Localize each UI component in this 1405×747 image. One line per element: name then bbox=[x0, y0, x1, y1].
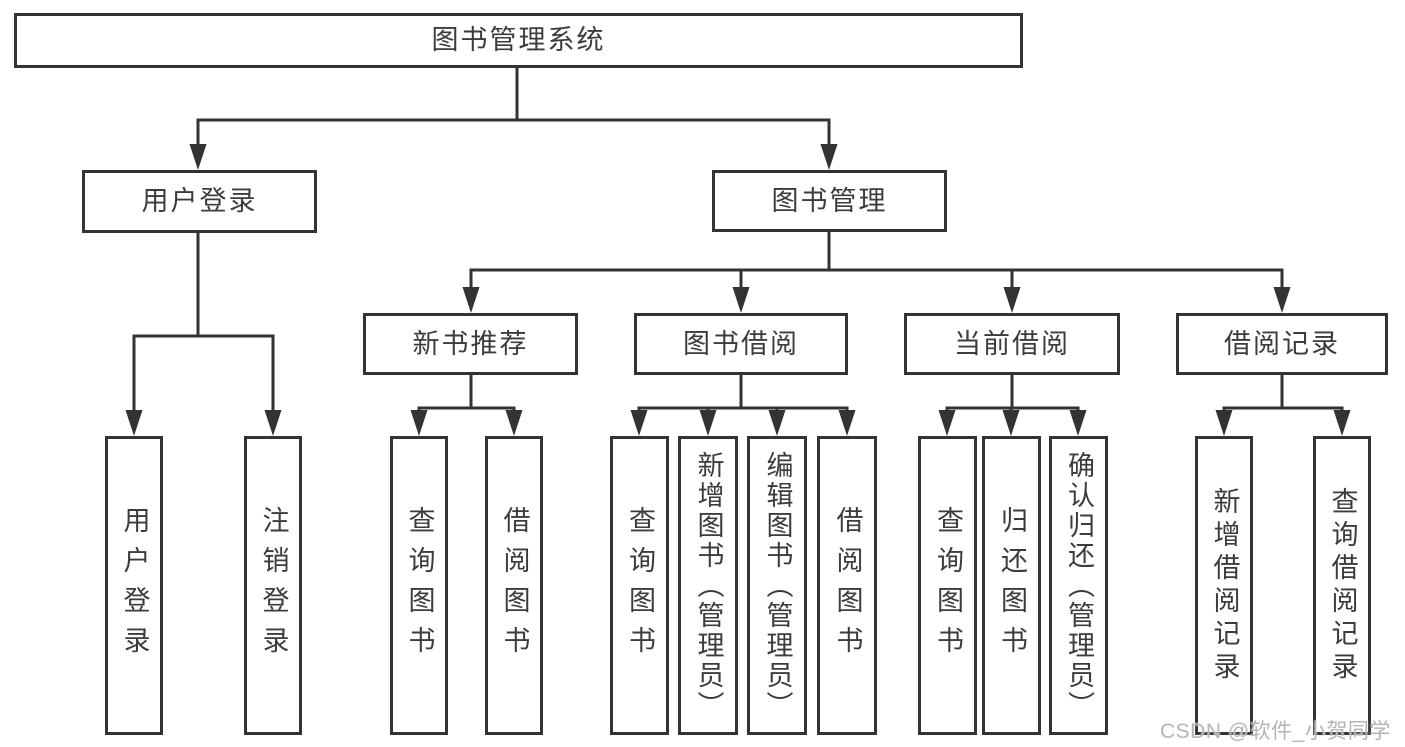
leaf-borrow-borrow: 借阅图书 bbox=[817, 436, 877, 735]
leaf-record-query: 查询借阅记录 bbox=[1313, 436, 1371, 735]
arrowhead-icon bbox=[699, 410, 717, 436]
node-user-login: 用户登录 bbox=[82, 170, 317, 233]
arrowhead-icon bbox=[732, 287, 750, 313]
edge-root-to-level2 bbox=[196, 68, 831, 146]
node-borrow-records: 借阅记录 bbox=[1176, 313, 1388, 375]
leaf-current-return-label: 归还图书 bbox=[997, 505, 1027, 666]
node-root: 图书管理系统 bbox=[14, 13, 1023, 68]
leaf-current-confirm-label: 确认归还（管理员） bbox=[1064, 450, 1094, 721]
leaf-newbook-query: 查询图书 bbox=[390, 436, 448, 735]
leaf-borrow-borrow-label: 借阅图书 bbox=[832, 505, 863, 666]
node-book-borrow: 图书借阅 bbox=[634, 313, 848, 375]
arrowhead-icon bbox=[1333, 410, 1351, 436]
edge-userlogin-to-leaves bbox=[132, 233, 275, 412]
node-current-borrow-label: 当前借阅 bbox=[954, 328, 1070, 359]
node-new-book-rec: 新书推荐 bbox=[363, 313, 578, 375]
edge-newbookrec-to-leaves bbox=[417, 375, 516, 413]
arrowhead-icon bbox=[938, 410, 956, 436]
edge-bookborrow-to-leaves bbox=[637, 375, 849, 413]
leaf-newbook-borrow: 借阅图书 bbox=[485, 436, 543, 735]
leaf-logout: 注销登录 bbox=[244, 436, 302, 735]
arrowhead-icon bbox=[264, 410, 282, 436]
leaf-borrow-add: 新增图书（管理员） bbox=[678, 436, 738, 735]
arrowhead-icon bbox=[462, 287, 480, 313]
leaf-record-add-label: 新增借阅记录 bbox=[1209, 486, 1240, 685]
arrowhead-icon bbox=[1273, 287, 1291, 313]
node-borrow-records-label: 借阅记录 bbox=[1224, 328, 1340, 359]
arrowhead-icon bbox=[410, 410, 428, 436]
node-book-mgmt-label: 图书管理 bbox=[771, 185, 888, 216]
leaf-current-query-label: 查询图书 bbox=[933, 505, 963, 666]
arrowhead-icon bbox=[630, 410, 648, 436]
arrowhead-icon bbox=[1003, 287, 1021, 313]
leaf-newbook-borrow-label: 借阅图书 bbox=[499, 505, 530, 666]
arrowhead-icon bbox=[1002, 410, 1020, 436]
leaf-current-confirm: 确认归还（管理员） bbox=[1049, 436, 1108, 735]
edge-bookmgmt-to-level3 bbox=[469, 232, 1284, 290]
arrowhead-icon bbox=[1069, 410, 1087, 436]
node-user-login-label: 用户登录 bbox=[141, 186, 258, 216]
leaf-current-return: 归还图书 bbox=[982, 436, 1041, 735]
leaf-newbook-query-label: 查询图书 bbox=[404, 505, 435, 666]
arrowhead-icon bbox=[505, 410, 523, 436]
leaf-borrow-edit-label: 编辑图书（管理员） bbox=[762, 450, 793, 721]
node-current-borrow: 当前借阅 bbox=[904, 313, 1120, 375]
arrowhead-icon bbox=[1215, 410, 1233, 436]
leaf-borrow-edit: 编辑图书（管理员） bbox=[747, 436, 807, 735]
arrowhead-icon bbox=[189, 144, 207, 170]
edge-borrowrecords-to-leaves bbox=[1222, 375, 1344, 413]
arrowhead-icon bbox=[768, 410, 786, 436]
leaf-record-add: 新增借阅记录 bbox=[1195, 436, 1253, 735]
node-book-borrow-label: 图书借阅 bbox=[683, 328, 799, 359]
leaf-user-login-label: 用户登录 bbox=[119, 505, 150, 666]
arrowhead-icon bbox=[820, 144, 838, 170]
leaf-borrow-add-label: 新增图书（管理员） bbox=[693, 450, 724, 721]
leaf-borrow-query-label: 查询图书 bbox=[625, 505, 655, 666]
arrowhead-icon bbox=[838, 410, 856, 436]
watermark: CSDN @软件_小贺同学 bbox=[1160, 720, 1391, 743]
node-root-label: 图书管理系统 bbox=[431, 25, 606, 55]
node-book-mgmt: 图书管理 bbox=[712, 170, 947, 232]
node-new-book-rec-label: 新书推荐 bbox=[412, 328, 529, 359]
leaf-user-login: 用户登录 bbox=[105, 436, 163, 735]
arrowhead-icon bbox=[125, 410, 143, 436]
leaf-logout-label: 注销登录 bbox=[258, 505, 289, 666]
leaf-current-query: 查询图书 bbox=[918, 436, 977, 735]
edge-currentborrow-to-leaves bbox=[945, 375, 1080, 413]
leaf-record-query-label: 查询借阅记录 bbox=[1327, 486, 1358, 685]
leaf-borrow-query: 查询图书 bbox=[610, 436, 669, 735]
